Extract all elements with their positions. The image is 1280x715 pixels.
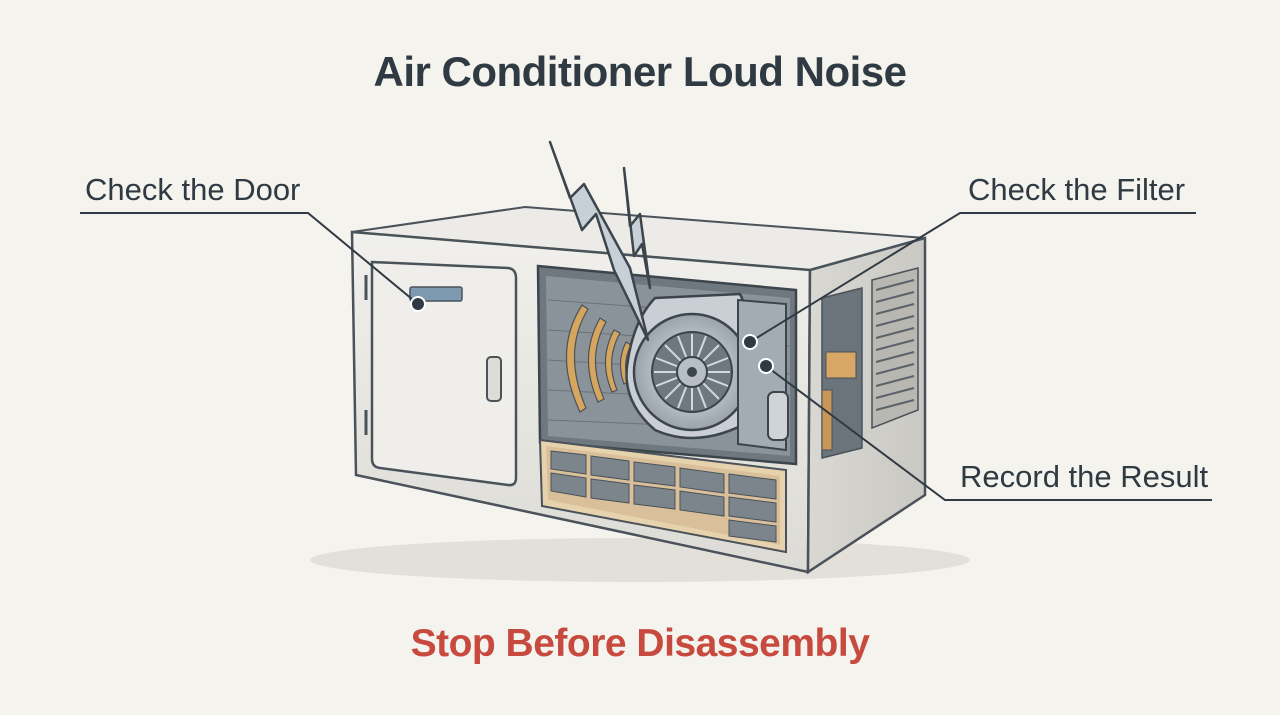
side-vent-grille [871,267,919,430]
leader-lines [80,212,1212,501]
leader-dots [410,296,774,374]
door-leader-line [80,212,419,305]
lightning-bolt-icon [548,140,652,342]
filter-leader-line [749,212,1196,343]
door-panel [364,260,518,487]
callout-check-filter: Check the Filter [968,172,1186,207]
callout-check-door: Check the Door [85,172,301,207]
result-leader-dot [758,358,774,374]
door-handle [486,356,502,402]
door-label-plate [409,286,463,302]
capacitor [767,391,789,441]
blower-fan-icon [625,292,754,440]
callout-record-result: Record the Result [960,459,1209,494]
warning-text: Stop Before Disassembly [410,622,870,665]
filter-leader-dot [742,334,758,350]
unit-shadow [310,538,970,582]
result-leader-line [765,365,1212,501]
diagram-title: Air Conditioner Loud Noise [373,48,907,95]
door-leader-dot [410,296,426,312]
sound-wave-icon [565,304,632,413]
intake-filter-grille [538,438,787,554]
